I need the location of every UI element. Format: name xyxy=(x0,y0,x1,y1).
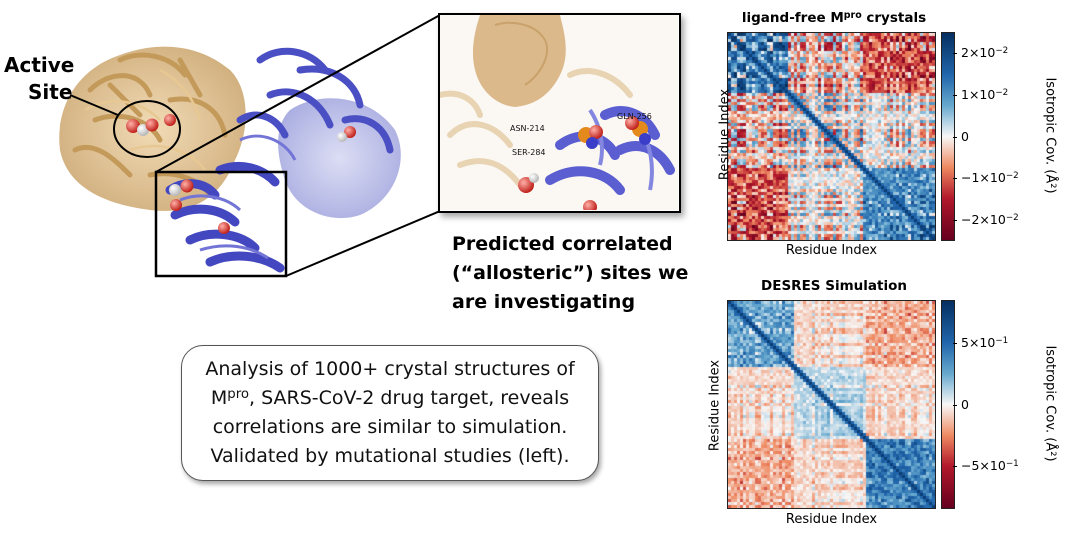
residue-label-gln256: GLN-256 xyxy=(617,112,652,121)
heatmap1-title: ligand-free Mpro crystals xyxy=(714,10,954,26)
colorbar-tick-exponent: −2 xyxy=(995,45,1009,56)
colorbar-tick-base: 0 xyxy=(961,396,969,412)
residue-label-ser284: SER-284 xyxy=(512,148,546,157)
colorbar-tick-exponent: −1 xyxy=(995,336,1009,347)
zoom-inset-illustration xyxy=(440,15,678,211)
colorbar-tick-mark xyxy=(953,94,957,96)
colorbar-tick-base: 0 xyxy=(961,128,969,144)
heatmap1-plot xyxy=(727,32,936,241)
allosteric-callout-line1: Predicted correlated xyxy=(452,233,673,255)
colorbar-tick-mark xyxy=(953,136,957,138)
colorbar-tick-mark xyxy=(953,343,957,345)
colorbar-tick-base: −5×10 xyxy=(961,457,1006,473)
heatmap2-xlabel: Residue Index xyxy=(785,512,878,527)
colorbar-tick-mark xyxy=(953,404,957,406)
colorbar-tick-label: 0 xyxy=(961,129,969,144)
allosteric-callout: Predicted correlated (“allosteric”) site… xyxy=(452,230,688,317)
residue-label-asn214: ASN-214 xyxy=(510,124,545,133)
allosteric-callout-line3: are investigating xyxy=(452,291,636,313)
summary-line1: Analysis of 1000+ crystal structures of xyxy=(205,358,575,380)
summary-line4: Validated by mutational studies (left). xyxy=(210,445,570,467)
colorbar-tick-base: 5×10 xyxy=(961,335,996,351)
colorbar-tick-label: −5×10−1 xyxy=(961,458,1019,473)
colorbar-tick-label: 1×10−2 xyxy=(961,87,1008,102)
colorbar-tick-mark xyxy=(953,52,957,54)
colorbar-tick-exponent: −2 xyxy=(1005,213,1019,224)
summary-text: Analysis of 1000+ crystal structures of … xyxy=(205,355,574,471)
heatmap1-ylabel: Residue Index xyxy=(717,88,733,181)
active-site-label: Active Site xyxy=(4,52,74,106)
summary-line2-base: M xyxy=(210,387,228,409)
heatmap2-ylabel: Residue Index xyxy=(707,359,723,452)
heatmap1-colorbar-label: Isotropic Cov. (Å²) xyxy=(1042,77,1058,194)
summary-box: Analysis of 1000+ crystal structures of … xyxy=(181,345,599,481)
summary-line3: correlations are similar to simulation. xyxy=(212,416,568,438)
heatmap2-colorbar-label: Isotropic Cov. (Å²) xyxy=(1042,345,1058,462)
heatmap1-title-rest: crystals xyxy=(861,10,927,26)
colorbar-tick-exponent: −2 xyxy=(1005,171,1019,182)
colorbar-tick-mark xyxy=(953,220,957,222)
colorbar-tick-label: 2×10−2 xyxy=(961,45,1008,60)
heatmap1-xlabel: Residue Index xyxy=(785,243,878,258)
colorbar-tick-mark xyxy=(953,178,957,180)
heatmap1-title-base: ligand-free M xyxy=(741,10,844,26)
active-site-label-line1: Active xyxy=(4,53,75,77)
active-site-label-line2: Site xyxy=(28,80,73,104)
summary-line2: Mpro, SARS-CoV-2 drug target, reveals xyxy=(205,384,574,413)
colorbar-tick-base: 1×10 xyxy=(961,86,996,102)
colorbar-tick-label: −2×10−2 xyxy=(961,212,1019,227)
colorbar-tick-exponent: −2 xyxy=(995,87,1009,98)
summary-line2-sup: pro xyxy=(227,387,250,403)
colorbar-tick-exponent: −1 xyxy=(1005,459,1019,470)
colorbar-tick-base: −1×10 xyxy=(961,170,1006,186)
protein-structure-illustration xyxy=(59,14,440,278)
heatmap2-title: DESRES Simulation xyxy=(761,278,907,294)
colorbar-tick-base: −2×10 xyxy=(961,212,1006,228)
colorbar-tick-base: 2×10 xyxy=(961,44,996,60)
allosteric-callout-line2: (“allosteric”) sites we xyxy=(452,262,689,284)
heatmap2-plot xyxy=(727,300,936,509)
colorbar-tick-label: 5×10−1 xyxy=(961,335,1008,350)
summary-line2-rest: , SARS-CoV-2 drug target, reveals xyxy=(249,387,570,409)
colorbar-tick-label: −1×10−2 xyxy=(961,170,1019,185)
colorbar-tick-label: 0 xyxy=(961,397,969,412)
heatmap1-title-sup: pro xyxy=(843,9,862,21)
colorbar-tick-mark xyxy=(953,465,957,467)
zoom-inset: GLN-256 ASN-214 SER-284 xyxy=(438,13,681,213)
